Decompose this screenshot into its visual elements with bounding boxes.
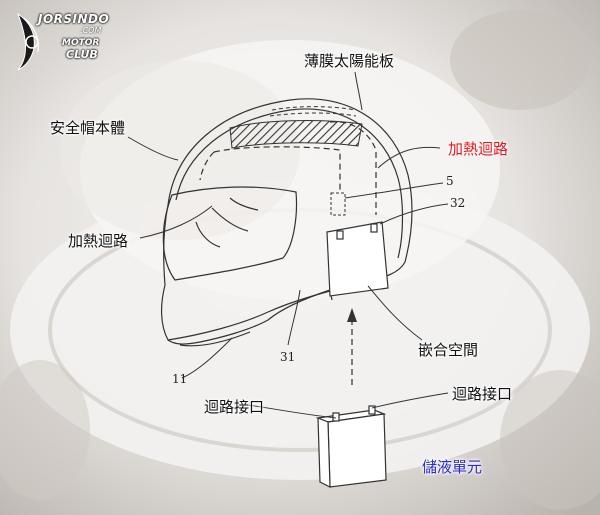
label-helmet-body: 安全帽本體 [50, 119, 126, 137]
visor [162, 186, 298, 281]
label-circuit-port-left: 迴路接口 [204, 398, 265, 416]
label-heating-circuit-right: 加熱迴路 [448, 140, 509, 158]
wing-emblem-icon [16, 12, 39, 71]
watermark-motor: MOTOR [62, 38, 100, 48]
label-heating-circuit-left: 加熱迴路 [68, 232, 129, 250]
watermark-domain: .COM [80, 26, 102, 35]
ref-number-11: 11 [172, 372, 188, 386]
heating-circuit-path [199, 121, 377, 215]
leader-lines [127, 71, 449, 419]
label-liquid-storage-unit: 儲液單元 [422, 458, 483, 476]
connector-box [330, 192, 346, 216]
watermark-club: CLUB [66, 48, 98, 61]
ref-number-5: 5 [446, 174, 454, 188]
insertion-arrow [347, 308, 357, 385]
label-solar-panel: 薄膜太陽能板 [304, 52, 395, 70]
embedded-space [326, 221, 389, 297]
ref-number-32: 32 [450, 196, 466, 210]
ref-number-31: 31 [280, 350, 296, 364]
watermark-logo: JORSINDO .COM MOTOR CLUB [10, 8, 110, 72]
solar-panel [229, 106, 363, 149]
watermark-brand: JORSINDO [38, 12, 110, 26]
label-circuit-port-right: 迴路接口 [452, 385, 513, 403]
liquid-storage-unit [315, 405, 387, 488]
label-embedded-space: 嵌合空間 [418, 341, 479, 359]
